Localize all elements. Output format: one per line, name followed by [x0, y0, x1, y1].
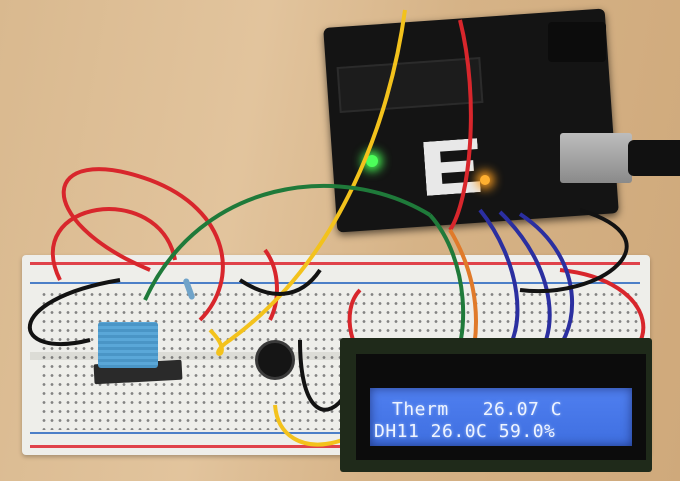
wire-yellow	[208, 9, 407, 356]
wire-red	[448, 19, 473, 232]
status-led	[480, 175, 490, 185]
wire-green	[143, 183, 432, 301]
lcd-line-1: Therm 26.07 C	[392, 399, 563, 420]
usb-cable	[628, 140, 680, 176]
breadboard-rail	[30, 445, 640, 448]
dht11-sensor	[98, 322, 158, 368]
dc-power-jack	[548, 22, 606, 62]
lcd-line-2: DH11 26.0C 59.0%	[374, 421, 556, 442]
breadboard-rail	[30, 432, 640, 434]
power-led	[366, 155, 378, 167]
usb-port	[560, 133, 632, 183]
breadboard-rail	[30, 262, 640, 265]
wire-red	[263, 248, 279, 321]
breadboard-rail	[30, 282, 640, 284]
wire-black	[27, 278, 121, 346]
potentiometer	[255, 340, 295, 380]
wire-black	[238, 268, 322, 296]
lcd-screen	[370, 388, 632, 446]
wire-black	[519, 208, 629, 294]
wire-red	[61, 167, 225, 322]
wire-black	[298, 339, 347, 412]
wire-red	[50, 207, 177, 281]
